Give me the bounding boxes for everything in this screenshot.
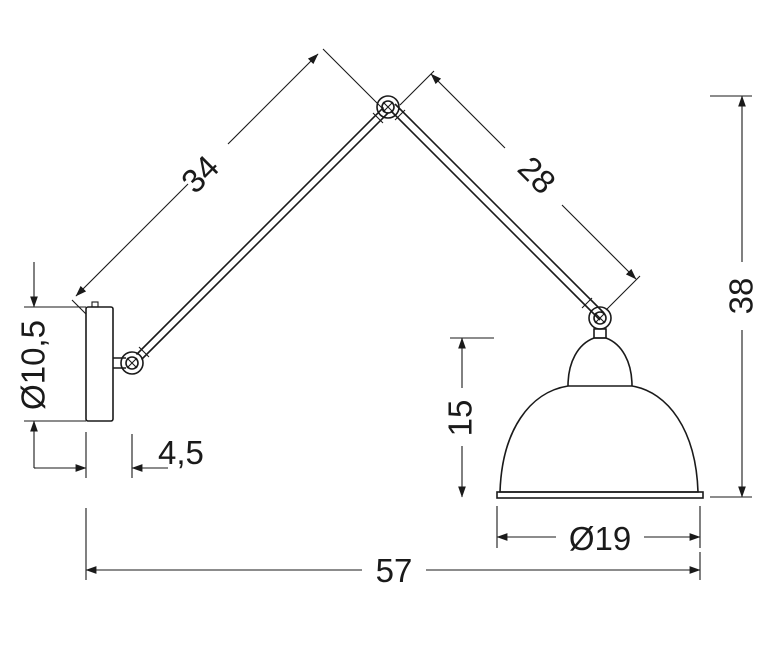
dim-base-depth bbox=[36, 432, 168, 478]
dim-base-diameter bbox=[24, 262, 86, 469]
dim-upper-arm bbox=[71, 48, 386, 315]
dim-total-height bbox=[710, 95, 752, 498]
label-total-height: 38 bbox=[723, 278, 760, 315]
dim-total-length bbox=[85, 508, 701, 580]
label-total-length: 57 bbox=[376, 552, 413, 589]
shade-joint bbox=[588, 306, 612, 330]
lamp-shade bbox=[496, 328, 704, 499]
base-joint bbox=[120, 351, 144, 375]
dim-lower-arm bbox=[399, 70, 641, 311]
label-upper-arm: 34 bbox=[174, 148, 226, 200]
label-shade-diameter: Ø19 bbox=[569, 520, 631, 557]
label-shade-height: 15 bbox=[442, 400, 479, 437]
dim-shade-height bbox=[450, 337, 494, 498]
dim-shade-diameter bbox=[496, 506, 701, 548]
dimension-labels: 34 28 38 Ø10,5 4,5 15 Ø19 57 bbox=[15, 148, 760, 589]
base-switch bbox=[91, 301, 99, 308]
lower-arm bbox=[390, 103, 605, 321]
base-connector bbox=[113, 357, 126, 369]
lamp-illustration bbox=[85, 95, 704, 499]
dimensions bbox=[24, 48, 752, 580]
label-base-depth: 4,5 bbox=[158, 434, 204, 471]
wall-base-plate bbox=[85, 306, 114, 422]
upper-arm bbox=[135, 106, 390, 361]
label-base-diameter: Ø10,5 bbox=[15, 320, 52, 410]
label-lower-arm: 28 bbox=[511, 149, 563, 201]
